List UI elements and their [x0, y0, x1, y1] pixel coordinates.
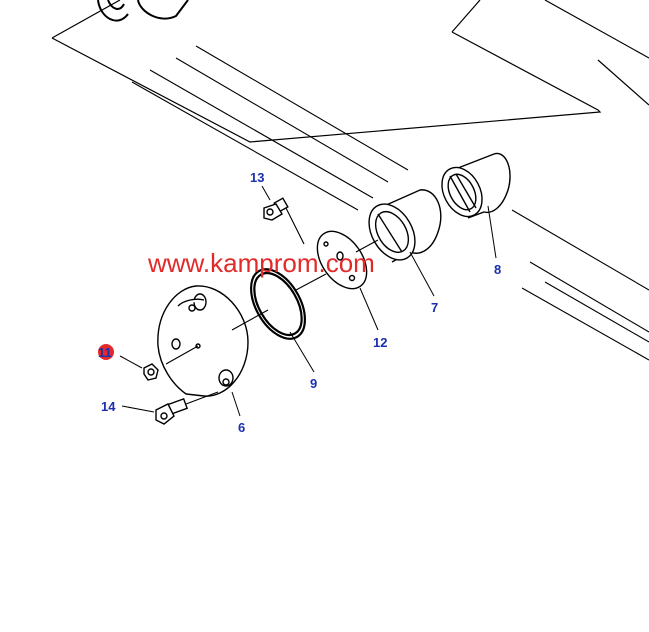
callout-6: 6 [238, 420, 245, 435]
housing-outline [51, 0, 649, 143]
callout-9: 9 [310, 376, 317, 391]
callout-8: 8 [494, 262, 501, 277]
callout-12: 12 [373, 335, 387, 350]
frame-lines [131, 45, 649, 361]
watermark-text: www.kamprom.com [147, 248, 375, 278]
callout-14: 14 [101, 399, 116, 414]
assembly-axis-lines [165, 207, 379, 405]
callout-11: 11 [98, 345, 112, 360]
callout-7: 7 [431, 300, 438, 315]
part-6-end-cover [157, 285, 249, 397]
part-13-bolt [263, 197, 289, 221]
highlight-marker [98, 344, 114, 360]
part-12-shim [316, 230, 368, 290]
part-11-nut [143, 363, 159, 381]
leader-lines [119, 185, 497, 417]
part-8-bushing [441, 152, 511, 219]
upper-ring-fragment [97, 0, 189, 22]
part-14-bolt [155, 397, 189, 425]
callout-13: 13 [250, 170, 264, 185]
part-7-sleeve [368, 189, 442, 263]
callout-11-highlight[interactable]: 11 [98, 344, 114, 360]
